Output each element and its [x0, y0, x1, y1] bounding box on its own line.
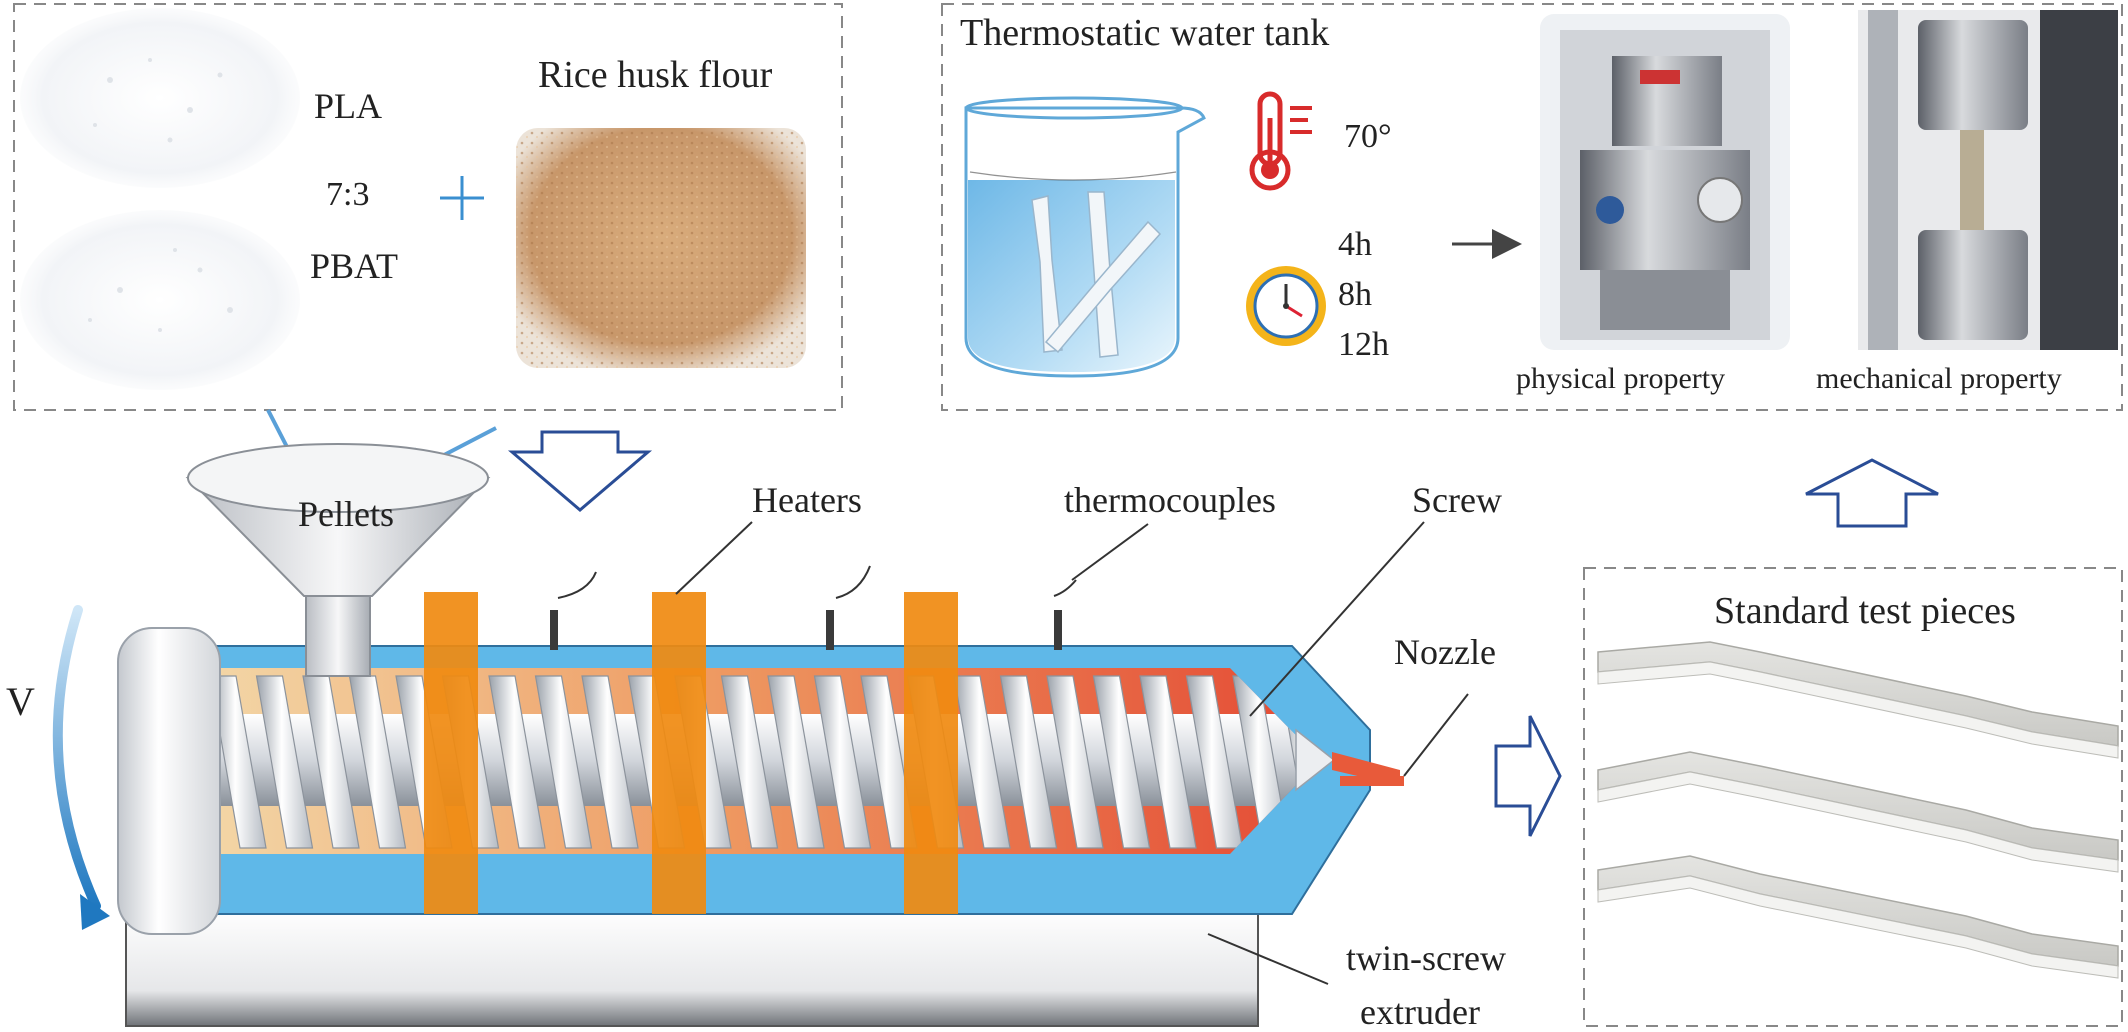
duration-12h: 12h	[1338, 326, 1389, 363]
pellets-label: Pellets	[298, 494, 394, 534]
extruder-base	[125, 907, 1259, 1027]
nozzle-outlet	[1340, 776, 1404, 786]
screw-flight	[212, 675, 267, 849]
beaker-water	[968, 180, 1175, 372]
screw-tip	[1295, 728, 1336, 792]
test-pieces-frame	[1583, 567, 2123, 1027]
test-pieces-title: Standard test pieces	[1714, 590, 2016, 632]
thermocouples-label: thermocouples	[1064, 480, 1276, 520]
ratio-label: 7:3	[326, 176, 370, 213]
specimens-in-water	[1031, 191, 1162, 358]
screw-flight	[1046, 675, 1104, 849]
thermocouple-2	[826, 610, 834, 650]
screw-label: Screw	[1412, 480, 1502, 520]
beaker-rim	[964, 96, 1184, 120]
leader-lines	[557, 521, 1469, 985]
pbat-label: PBAT	[310, 246, 399, 286]
screw-flight	[581, 675, 639, 849]
duration-8h: 8h	[1338, 276, 1372, 313]
plus-icon	[440, 176, 484, 220]
pla-pellets-image	[20, 8, 300, 188]
hopper	[185, 443, 491, 677]
mechanical-property-label: mechanical property	[1816, 362, 2062, 395]
rotation-arrow	[52, 605, 101, 911]
screw-flight	[999, 675, 1058, 849]
nozzle-label: Nozzle	[1394, 632, 1496, 672]
pellet-speckles	[88, 58, 233, 332]
temperature-label: 70°	[1344, 118, 1392, 155]
water-tank-title: Thermostatic water tank	[960, 12, 1330, 54]
right-arrow	[1494, 715, 1562, 837]
screw-flight	[813, 675, 872, 849]
heater-1	[424, 592, 478, 914]
pbat-pellets-image	[20, 210, 300, 390]
screw-flight	[1139, 675, 1197, 849]
physical-property-machine-image	[1540, 14, 1790, 350]
thermocouple-3	[1054, 610, 1062, 650]
velocity-label: V	[6, 679, 35, 724]
duration-4h: 4h	[1338, 226, 1372, 263]
beaker-glass	[964, 106, 1206, 378]
screw-flight	[767, 675, 825, 849]
up-arrow	[1805, 458, 1939, 528]
test-piece-2	[1597, 751, 2119, 873]
heater-3	[904, 592, 958, 914]
screw-flight	[1092, 675, 1151, 849]
test-piece-3	[1597, 855, 2119, 979]
rice-husk-texture	[516, 128, 806, 368]
water-tank-frame	[941, 3, 2123, 411]
physical-property-label: physical property	[1516, 362, 1726, 395]
materials-frame	[13, 3, 843, 411]
clock-icon	[1246, 266, 1326, 346]
down-arrow	[507, 430, 653, 512]
drive-end-cap	[117, 627, 221, 935]
rotation-arrowhead	[80, 894, 110, 930]
screw-flight	[953, 675, 1011, 849]
mechanical-property-machine-image	[1858, 10, 2118, 350]
heaters	[424, 592, 958, 914]
heater-2	[652, 592, 706, 914]
screw-flight	[488, 675, 546, 849]
thermometer-icon	[1249, 91, 1312, 191]
screw-flight	[720, 675, 779, 849]
pla-label: PLA	[314, 86, 383, 126]
extruder-name-line2: extruder	[1360, 992, 1480, 1032]
screw-flight	[534, 675, 593, 849]
extruder-name-line1: twin-screw	[1346, 938, 1506, 978]
test-piece-1	[1597, 641, 2119, 759]
screw-flight	[255, 675, 314, 849]
water-surface	[969, 171, 1177, 181]
heaters-label: Heaters	[752, 480, 862, 520]
rice-husk-flour-label: Rice husk flour	[538, 54, 773, 96]
thermocouples	[550, 610, 1062, 650]
thermocouple-1	[550, 610, 558, 650]
